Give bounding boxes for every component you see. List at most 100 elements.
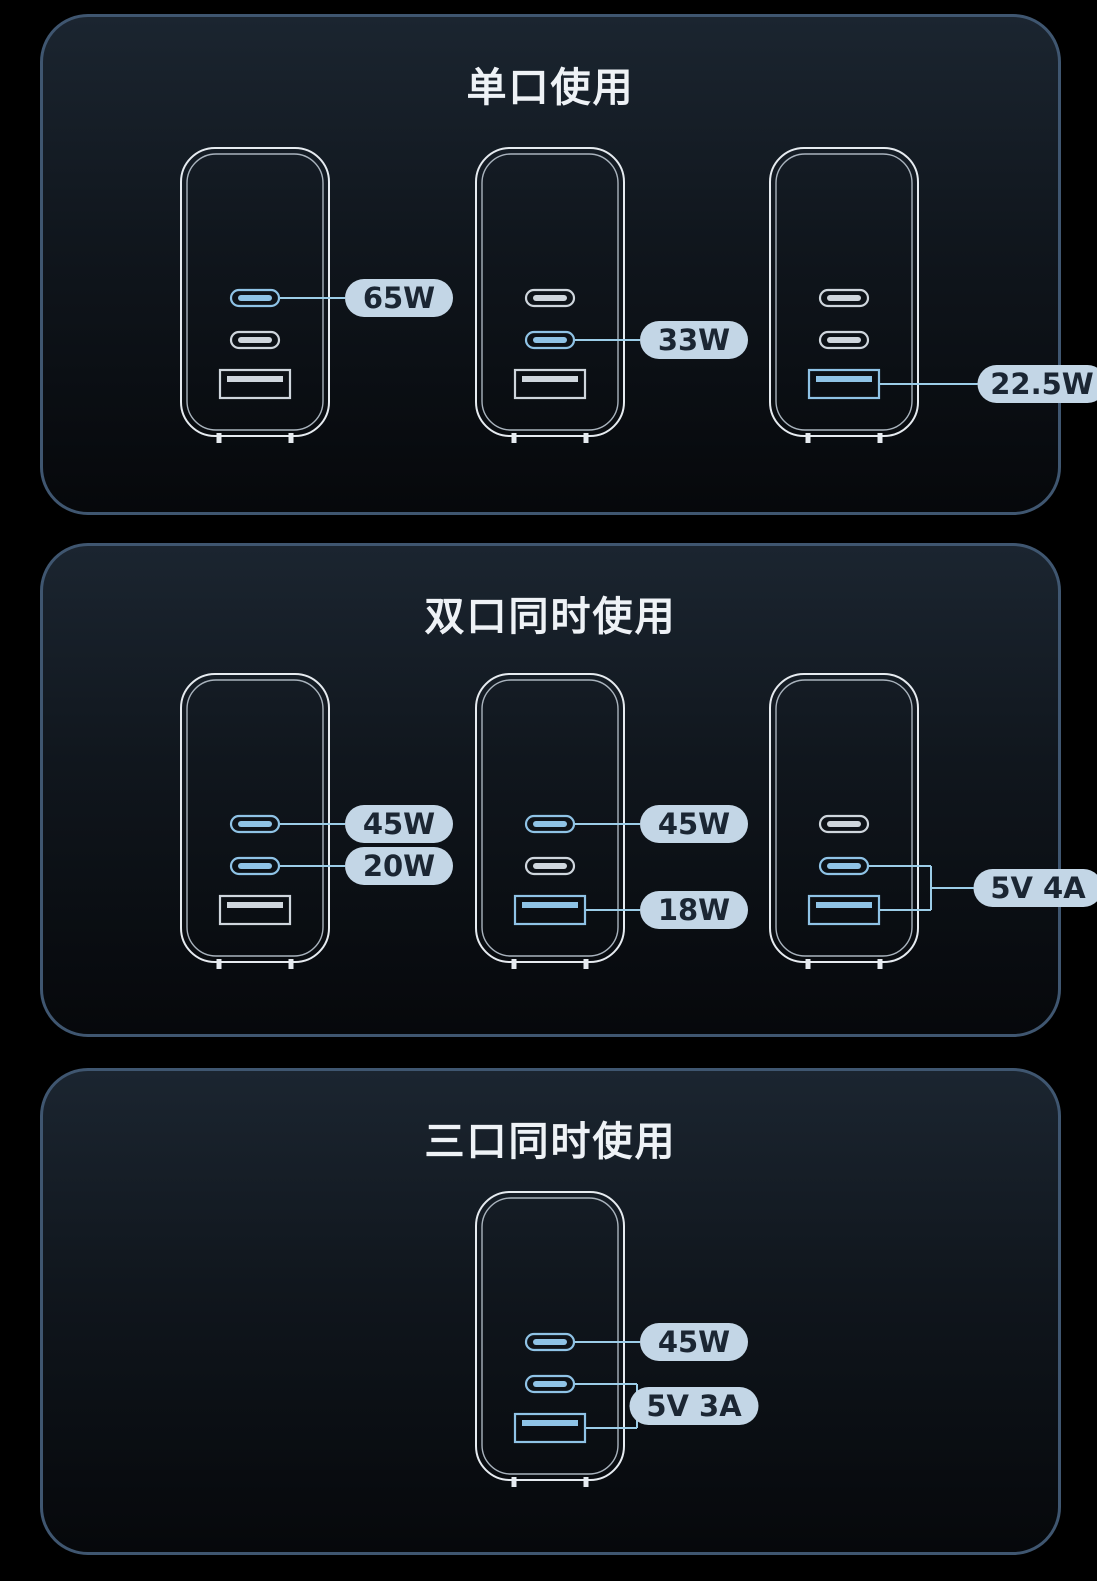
power-label-text: 45W — [658, 807, 730, 841]
usb-c-port-icon — [229, 288, 281, 308]
usb-a-port-icon — [807, 368, 881, 400]
power-label: 45W — [345, 805, 453, 843]
charger-outline — [475, 673, 625, 963]
usb-c-port-tongue — [238, 295, 272, 301]
usb-a-port-tongue — [816, 376, 872, 382]
power-label-text: 5V 4A — [990, 871, 1086, 905]
power-label-pill — [640, 891, 748, 929]
power-label: 65W — [345, 279, 453, 317]
usb-a-port-tongue — [227, 902, 283, 908]
plug-prong — [288, 433, 294, 443]
charger-outline — [180, 147, 330, 437]
usb-a-port-tongue — [227, 376, 283, 382]
charger-outline — [475, 147, 625, 437]
usb-c-port-tongue — [533, 1339, 567, 1345]
power-label-text: 65W — [363, 281, 435, 315]
power-label-text: 18W — [658, 893, 730, 927]
power-label-pill — [977, 365, 1097, 403]
plug-prong — [805, 433, 811, 443]
plug-prong — [583, 959, 589, 969]
plug-prong — [216, 433, 222, 443]
charger-outline — [180, 673, 330, 963]
power-label-pill — [345, 805, 453, 843]
charger-outline — [769, 147, 919, 437]
power-label: 20W — [345, 847, 453, 885]
power-label-pill — [345, 847, 453, 885]
plug-prong — [288, 959, 294, 969]
plug-prong — [511, 1477, 517, 1487]
charger-inner-outline — [186, 679, 324, 957]
panel-single-port: 单口使用 — [40, 14, 1061, 515]
usb-c-port-tongue — [533, 863, 567, 869]
usb-c-port-tongue — [238, 863, 272, 869]
power-label-pill — [973, 869, 1097, 907]
power-label-text: 45W — [658, 1325, 730, 1359]
usb-c-port-tongue — [533, 1381, 567, 1387]
usb-c-port-icon — [524, 814, 576, 834]
usb-a-port-icon — [807, 894, 881, 926]
usb-c-port-icon — [524, 1374, 576, 1394]
charger-inner-outline — [775, 153, 913, 431]
power-label: 45W — [640, 805, 748, 843]
power-label-pill — [629, 1387, 759, 1425]
usb-c-port-icon — [818, 330, 870, 350]
power-label-pill — [640, 321, 748, 359]
panel-title: 三口同时使用 — [424, 1119, 677, 1165]
usb-c-port-tongue — [533, 821, 567, 827]
charger-outline — [769, 673, 919, 963]
usb-c-port-tongue — [827, 863, 861, 869]
charger-inner-outline — [481, 1197, 619, 1475]
power-label: 45W — [640, 1323, 748, 1361]
charger — [769, 147, 919, 443]
plug-prong — [805, 959, 811, 969]
usb-c-port-icon — [524, 856, 576, 876]
panel-title: 单口使用 — [466, 65, 635, 111]
charger — [769, 673, 919, 969]
power-label-text: 5V 3A — [646, 1389, 742, 1423]
plug-prong — [511, 959, 517, 969]
usb-c-port-tongue — [827, 337, 861, 343]
usb-a-port-tongue — [522, 902, 578, 908]
power-label-text: 20W — [363, 849, 435, 883]
charger-inner-outline — [481, 679, 619, 957]
power-label-text: 22.5W — [990, 367, 1094, 401]
usb-c-port-icon — [818, 288, 870, 308]
usb-c-port-icon — [524, 288, 576, 308]
usb-c-port-tongue — [827, 821, 861, 827]
charger — [180, 673, 330, 969]
usb-a-port-icon — [513, 368, 587, 400]
plug-prong — [583, 1477, 589, 1487]
power-label: 5V 4A — [973, 869, 1097, 907]
usb-c-port-icon — [229, 814, 281, 834]
charger-inner-outline — [775, 679, 913, 957]
panel-title: 双口同时使用 — [424, 594, 677, 640]
power-label: 33W — [640, 321, 748, 359]
usb-c-port-icon — [818, 814, 870, 834]
usb-c-port-icon — [229, 330, 281, 350]
plug-prong — [583, 433, 589, 443]
power-label-pill — [345, 279, 453, 317]
usb-c-port-icon — [524, 330, 576, 350]
power-label-text: 33W — [658, 323, 730, 357]
power-label-pill — [640, 805, 748, 843]
power-label: 18W — [640, 891, 748, 929]
usb-c-port-tongue — [533, 295, 567, 301]
usb-c-port-tongue — [238, 337, 272, 343]
power-label-text: 45W — [363, 807, 435, 841]
usb-a-port-icon — [513, 894, 587, 926]
usb-c-port-tongue — [827, 295, 861, 301]
charger — [180, 147, 330, 443]
usb-a-port-icon — [513, 1412, 587, 1444]
plug-prong — [877, 433, 883, 443]
charger-inner-outline — [481, 153, 619, 431]
charger-inner-outline — [186, 153, 324, 431]
charger-outline — [475, 1191, 625, 1481]
usb-a-port-tongue — [522, 376, 578, 382]
usb-c-port-icon — [229, 856, 281, 876]
usb-a-port-tongue — [522, 1420, 578, 1426]
charger — [475, 1191, 625, 1487]
power-label: 22.5W — [977, 365, 1097, 403]
power-label-pill — [640, 1323, 748, 1361]
power-label: 5V 3A — [629, 1387, 759, 1425]
